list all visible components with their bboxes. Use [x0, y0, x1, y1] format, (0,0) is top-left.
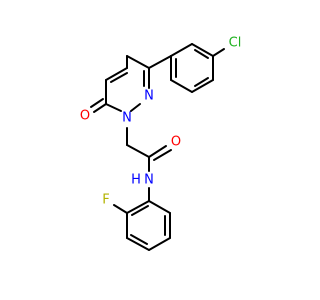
bond [131, 205, 149, 216]
bond [126, 200, 150, 214]
bond [90, 98, 104, 108]
chlorine-label: Cl [229, 36, 242, 51]
bond [126, 144, 150, 158]
chlorophenyl-ring [170, 43, 214, 93]
bond [212, 48, 225, 57]
bond [194, 49, 209, 59]
bond [170, 79, 193, 93]
hydrogen-label: H [131, 173, 141, 188]
nitrogen-label: N [122, 111, 132, 126]
bond [130, 234, 148, 245]
bond [148, 237, 171, 251]
oxygen-label: O [171, 135, 181, 150]
nitrogen-label: N [144, 89, 154, 104]
bond [113, 204, 128, 214]
bond [194, 77, 209, 87]
bond [126, 237, 150, 251]
bond [191, 43, 214, 57]
bond [148, 145, 167, 158]
bond [130, 103, 141, 112]
structure-svg: Cl N N O O N H F [80, 36, 242, 251]
bond [110, 72, 128, 83]
bond [105, 103, 122, 112]
bond [93, 103, 107, 113]
fluorobenzyl-ring [126, 200, 171, 251]
bond [148, 200, 171, 214]
bond [148, 55, 172, 69]
bond [191, 79, 214, 93]
fluorine-label: F [102, 193, 109, 208]
nitrogen-label: N [144, 173, 154, 188]
bond [126, 55, 150, 69]
bond [153, 149, 172, 161]
molecule-diagram: Cl N N O O N H F [80, 36, 242, 251]
bond [170, 43, 193, 57]
bond [105, 67, 128, 81]
pyridazinone-ring [105, 55, 150, 112]
oxygen-label: O [80, 109, 90, 124]
